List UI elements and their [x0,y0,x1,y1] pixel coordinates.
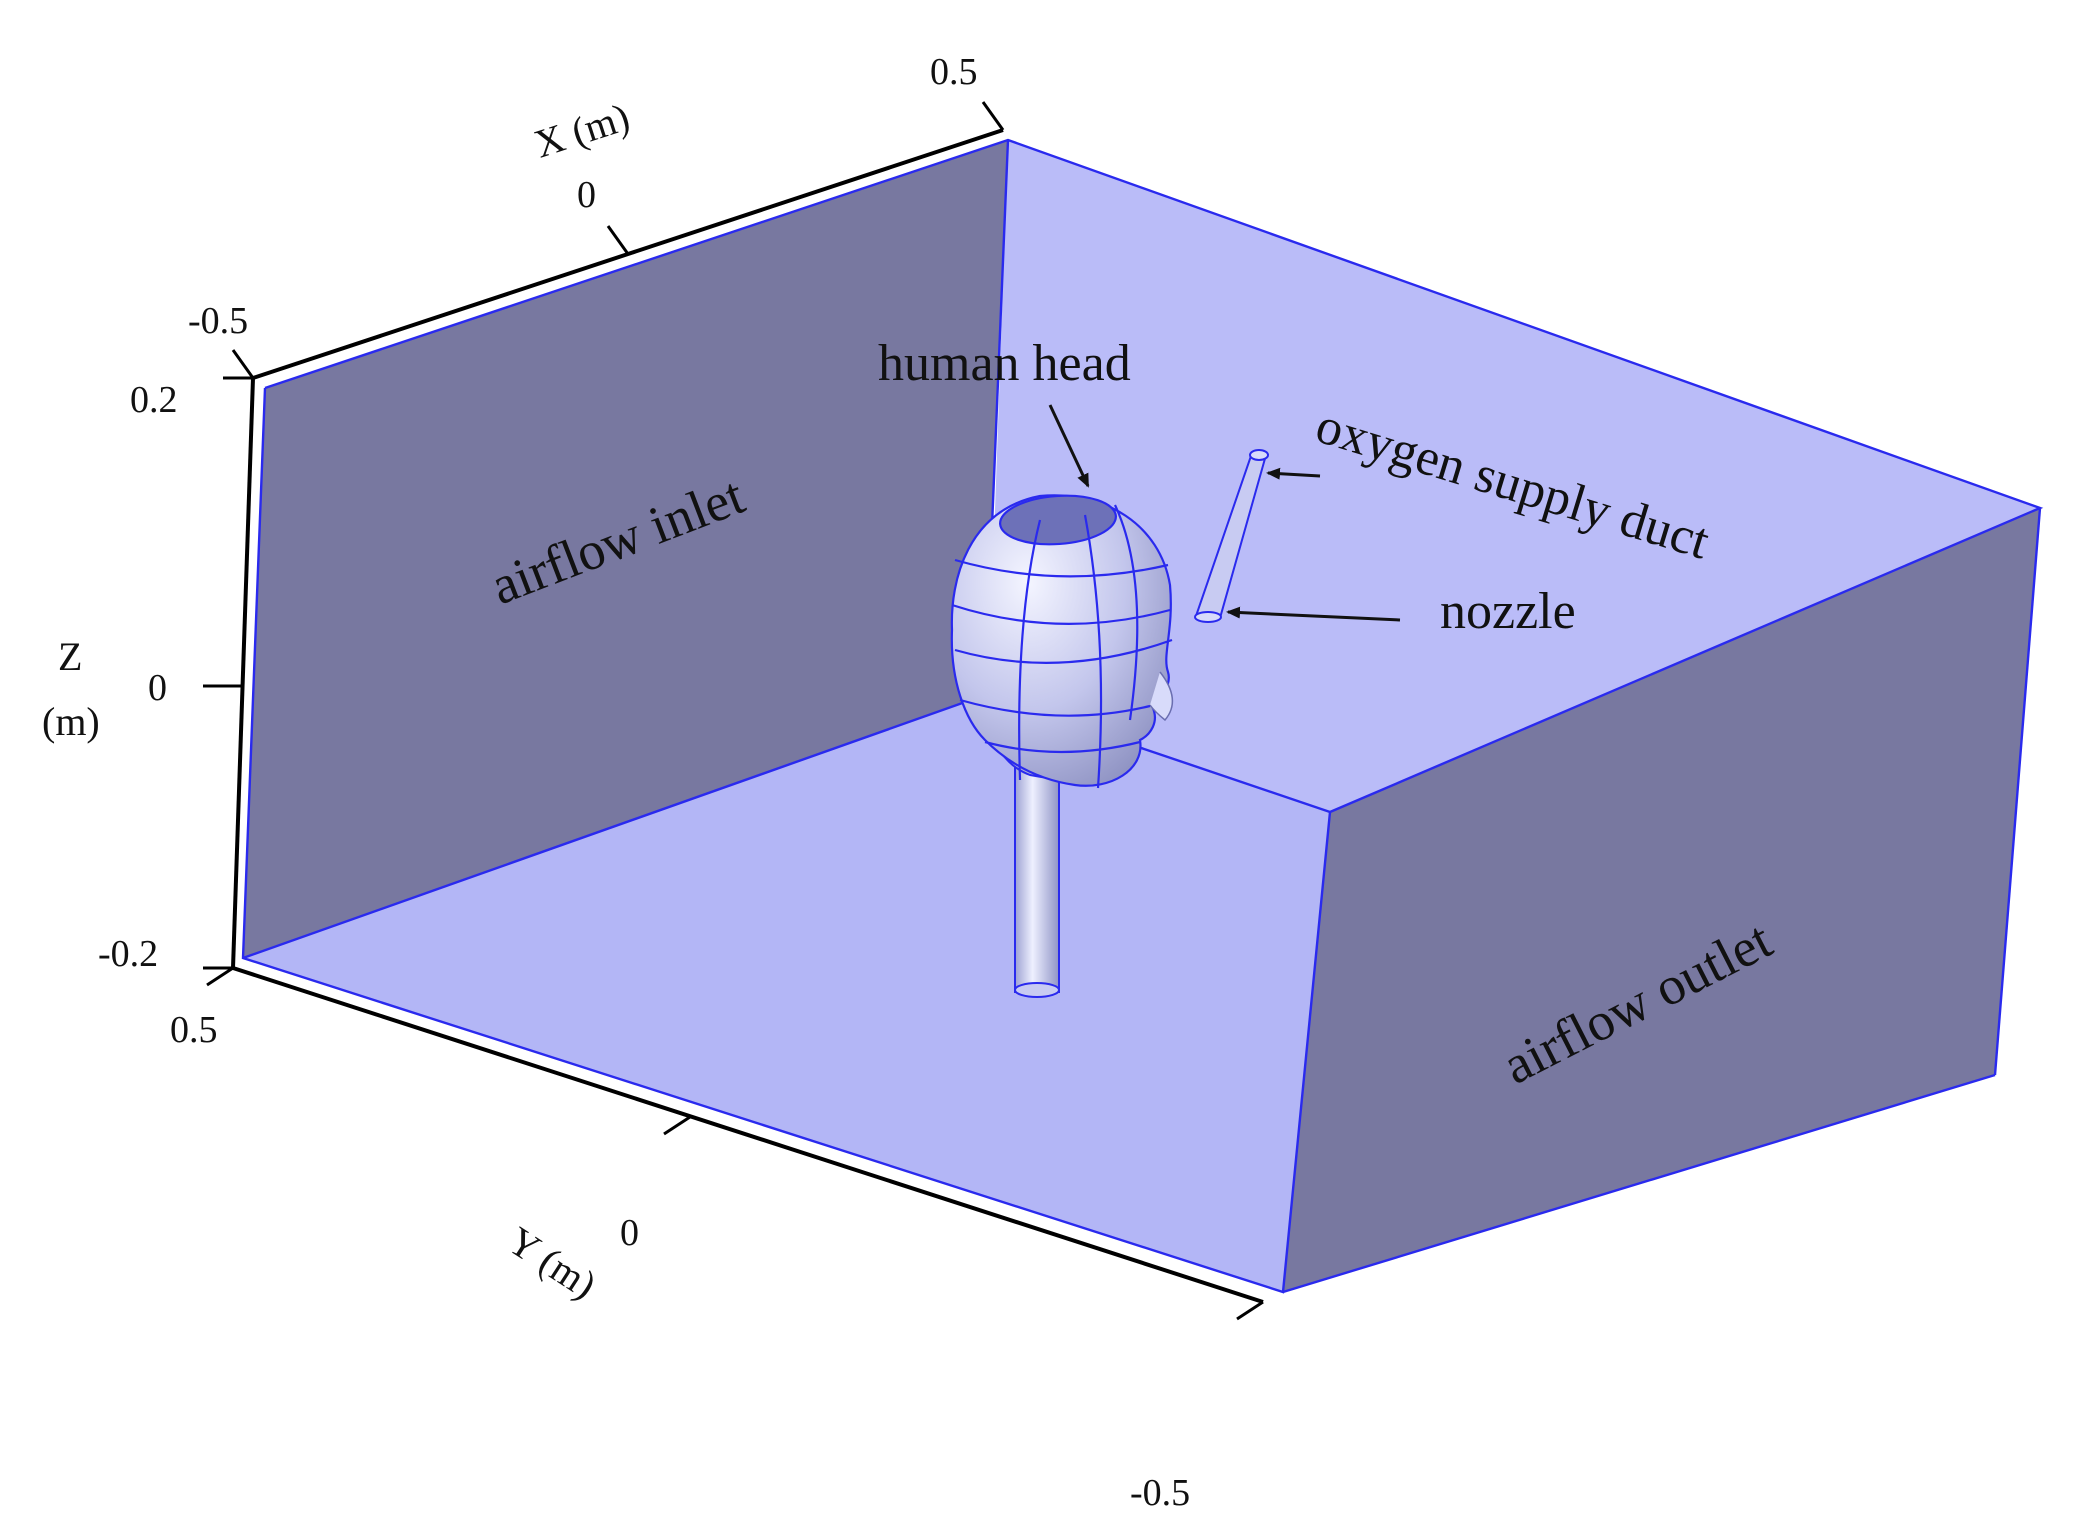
z-tick-label-max: 0.2 [130,379,178,421]
human-head-label: human head [878,335,1131,392]
z-tick-label-min: -0.2 [98,933,158,975]
nozzle-arrow [1226,606,1401,622]
y-axis-title: Y (m) [500,1218,604,1308]
nozzle-tip [1194,611,1222,623]
axis-ticks [203,101,1264,1321]
head-arrow [1048,404,1090,488]
oxygen-supply-duct [1194,449,1269,623]
z-axis-line [231,377,255,969]
x-tick-label-min: -0.5 [188,300,248,342]
support-rod [1014,759,1060,998]
airflow-outlet-wall [1283,508,2040,1292]
human-head [950,494,1174,789]
x-tick-label-mid: 0 [577,174,596,216]
x-tick-label-max: 0.5 [930,51,978,93]
y-axis-line [232,966,1264,1304]
duct-arrow [1266,467,1321,480]
z-tick-label-mid: 0 [148,667,167,709]
callout-arrows [1048,404,1401,622]
z-axis-title-line1: Z [58,634,82,679]
nozzle-label: nozzle [1440,583,1576,640]
z-axis-title-line2: (m) [42,699,100,744]
y-tick-label-min: -0.5 [1130,1472,1190,1514]
y-tick-label-mid: 0 [620,1212,639,1254]
y-tick-label-max: 0.5 [170,1009,218,1051]
x-axis-title: X (m) [529,94,635,167]
